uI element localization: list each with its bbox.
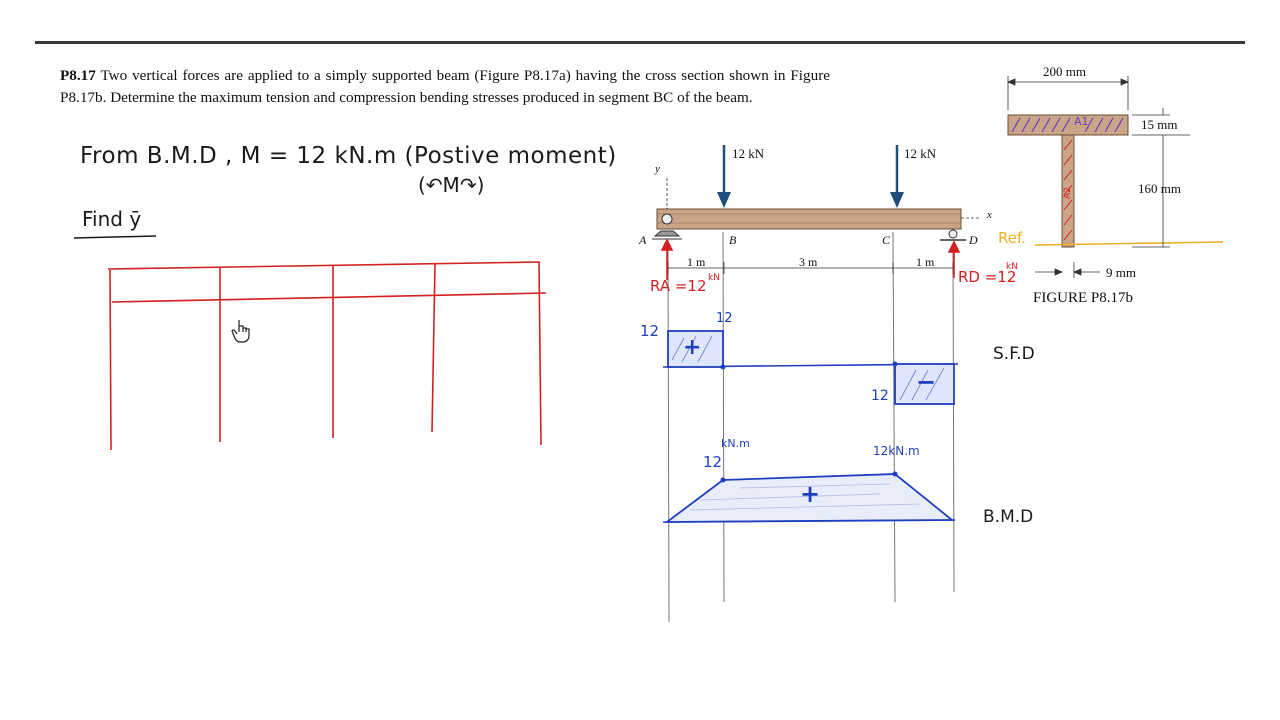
web-height-label: 160 mm <box>1138 181 1181 196</box>
web-thickness-label: 9 mm <box>1106 265 1136 280</box>
problem-id: P8.17 <box>60 67 96 84</box>
note-line2: Find ȳ <box>82 207 142 231</box>
axis-y: y <box>655 163 660 175</box>
span-dimensions <box>667 262 954 274</box>
reaction-arrows <box>660 238 961 280</box>
bmd-title: B.M.D <box>983 507 1034 527</box>
figure-caption: FIGURE P8.17b <box>1033 290 1134 306</box>
top-divider <box>35 41 1245 44</box>
bmd-right-value: 12kN.m <box>873 444 920 458</box>
sfd-right-value: 12 <box>871 388 889 404</box>
point-d: D <box>969 233 978 247</box>
red-table <box>107 261 547 451</box>
flange-thickness-label: 15 mm <box>1141 117 1178 132</box>
section-dimensions <box>1006 76 1190 278</box>
reaction-d-unit: kN <box>1006 262 1018 272</box>
span-ab: 1 m <box>687 255 706 269</box>
point-c: C <box>882 233 891 247</box>
sfd-left-value: 12 <box>640 322 660 340</box>
roller-support-d <box>940 229 966 241</box>
sfd-title: S.F.D <box>993 344 1035 364</box>
t-cross-section <box>1007 114 1224 248</box>
bmd-diagram <box>662 471 956 523</box>
guide-lines <box>667 231 955 623</box>
point-b: B <box>729 233 737 247</box>
pin-support-a <box>652 213 682 240</box>
reaction-d-label: RD =12 <box>958 268 1017 286</box>
sfd-plus-sign: + <box>683 335 702 360</box>
flange-width-label: 200 mm <box>1043 64 1086 79</box>
web-area-mark: A2 <box>1062 187 1073 199</box>
reaction-a-unit: kN <box>708 273 720 283</box>
moment-symbol: (↶M↷) <box>418 173 485 197</box>
span-bc: 3 m <box>799 255 818 269</box>
problem-text: Two vertical forces are applied to a sim… <box>60 67 831 106</box>
load-label-c: 12 kN <box>904 146 937 161</box>
reaction-a-label: RA =12 <box>650 277 707 295</box>
flange-area-mark: A1 <box>1074 115 1089 128</box>
point-a: A <box>639 233 647 247</box>
load-arrows <box>717 145 904 208</box>
bmd-plus-sign: + <box>800 480 821 508</box>
hand-cursor-icon <box>231 320 250 343</box>
axis-x: x <box>987 209 992 221</box>
find-underline <box>73 235 157 239</box>
sfd-left-top-value: 12 <box>716 311 733 326</box>
bmd-left-unit: kN.m <box>721 437 750 450</box>
ref-label: Ref. <box>998 229 1026 247</box>
sfd-diagram <box>662 330 959 405</box>
bmd-left-value: 12 <box>703 453 723 471</box>
problem-statement: P8.17 Two vertical forces are applied to… <box>60 65 830 108</box>
note-line1: From B.M.D , M = 12 kN.m (Postive moment… <box>80 143 617 169</box>
beam <box>656 208 962 230</box>
sfd-minus-sign: − <box>916 368 937 396</box>
load-label-b: 12 kN <box>732 146 765 161</box>
span-cd: 1 m <box>916 255 935 269</box>
